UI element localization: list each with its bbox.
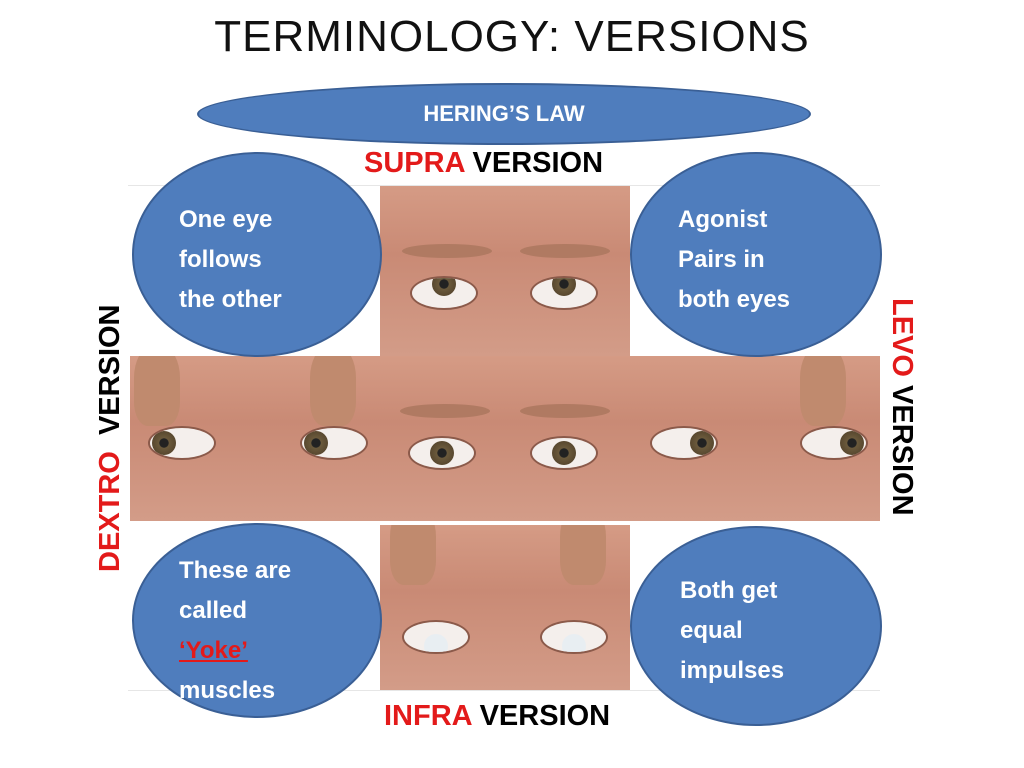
eye-shape	[530, 436, 598, 470]
bubble-agonist-pairs: Agonist Pairs in both eyes	[630, 152, 882, 357]
brow-shape	[520, 404, 610, 418]
dextro-word: DEXTRO	[94, 451, 126, 572]
bubble-text-line: One eye	[179, 206, 273, 233]
finger-shape	[310, 356, 356, 426]
supra-version-word: VERSION	[472, 147, 604, 179]
grid-line	[128, 185, 880, 186]
photo-primary-gaze	[380, 356, 630, 521]
photo-infra-gaze	[380, 525, 630, 690]
eye-shape	[650, 426, 718, 460]
bubble-one-eye-follows: One eye follows the other	[132, 152, 382, 357]
slide-title: TERMINOLOGY: VERSIONS	[214, 12, 810, 61]
grid-line	[128, 690, 880, 691]
eye-shape	[408, 436, 476, 470]
bubble-text-line: impulses	[680, 657, 785, 684]
finger-shape	[390, 525, 436, 585]
infra-word: INFRA	[384, 700, 472, 732]
infra-version-label: INFRA VERSION	[384, 700, 610, 733]
finger-shape	[134, 356, 180, 426]
herings-law-banner: HERING’S LAW	[197, 83, 811, 145]
bubble-yoke-muscles: These are called ‘Yoke’ muscles	[132, 523, 382, 718]
bubble-text-line: Pairs in	[678, 246, 765, 273]
eye-shape	[800, 426, 868, 460]
levo-word: LEVO	[886, 298, 918, 377]
dextro-version-label: DEXTRO VERSION	[94, 305, 127, 573]
eye-shape	[530, 276, 598, 310]
bubble-text-line: Both get	[680, 577, 778, 604]
levo-version-word: VERSION	[886, 385, 918, 516]
levo-version-label: LEVO VERSION	[885, 298, 918, 516]
finger-shape	[560, 525, 606, 585]
eye-shape	[300, 426, 368, 460]
photo-supra-gaze	[380, 186, 630, 356]
finger-shape	[800, 356, 846, 426]
brow-shape	[520, 244, 610, 258]
supra-version-label: SUPRA VERSION	[364, 147, 603, 180]
photo-dextro-gaze	[130, 356, 380, 521]
bubble-text-line: Agonist	[678, 206, 768, 233]
bubble-equal-impulses: Both get equal impulses	[630, 526, 882, 726]
yoke-term: ‘Yoke’	[179, 637, 248, 664]
bubble-text-line: called	[179, 597, 248, 624]
dextro-version-word: VERSION	[94, 304, 126, 436]
bubble-text-line: equal	[680, 617, 743, 644]
photo-levo-gaze	[630, 356, 880, 521]
bubble-text-line: both eyes	[678, 286, 791, 313]
brow-shape	[400, 404, 490, 418]
brow-shape	[402, 244, 492, 258]
eye-shape	[402, 620, 470, 654]
bubble-text-line: follows	[179, 246, 262, 273]
eye-shape	[148, 426, 216, 460]
bubble-text-line: muscles	[179, 677, 276, 704]
eye-shape	[410, 276, 478, 310]
infra-version-word: VERSION	[479, 700, 611, 732]
bubble-text-line: the other	[179, 286, 282, 313]
eye-shape	[540, 620, 608, 654]
supra-word: SUPRA	[364, 147, 465, 179]
bubble-text-line: These are	[179, 557, 292, 584]
